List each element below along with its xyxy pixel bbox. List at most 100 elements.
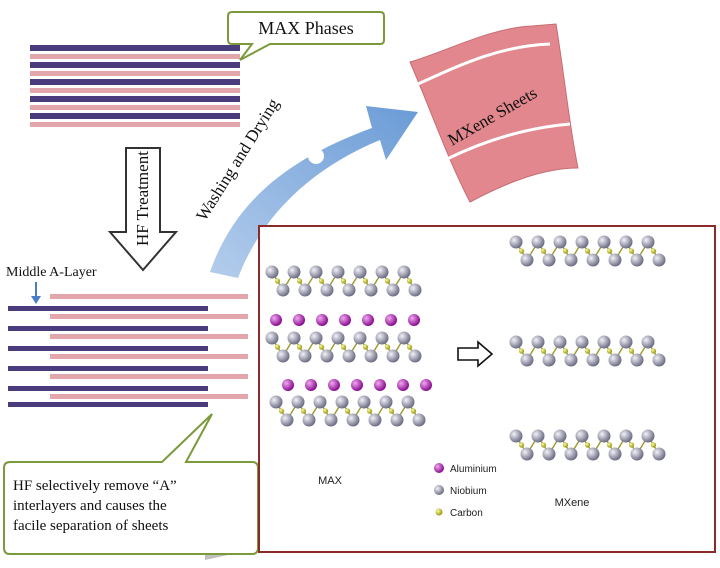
niobium-atom (520, 253, 534, 267)
aluminium-atom (397, 379, 409, 391)
niobium-atom (652, 447, 666, 461)
niobium-atom (291, 395, 305, 409)
carbon-atom (274, 344, 281, 350)
niobium-atom (531, 335, 545, 349)
legend-carbon: Carbon (450, 508, 483, 519)
carbon-atom (384, 278, 391, 284)
niobium-atom (412, 413, 426, 427)
niobium-atom (309, 265, 323, 279)
niobium-atom (553, 335, 567, 349)
carbon-atom (362, 344, 369, 350)
niobium-atom (397, 331, 411, 345)
middle-a-layer-label: Middle A-Layer (6, 265, 97, 280)
carbon-atom (650, 442, 657, 448)
aluminium-atom (293, 314, 305, 326)
hf-desc-line3: facile separation of sheets (13, 518, 169, 534)
carbon-atom (344, 408, 351, 414)
niobium-atom (342, 349, 356, 363)
niobium-atom (564, 253, 578, 267)
carbon-atom (584, 348, 591, 354)
carbon-atom (606, 442, 613, 448)
niobium-atom (597, 429, 611, 443)
niobium-atom (597, 335, 611, 349)
carbon-atom (518, 442, 525, 448)
niobium-atom (520, 447, 534, 461)
niobium-atom (608, 353, 622, 367)
niobium-atom (302, 413, 316, 427)
carbon-atom (562, 248, 569, 254)
aluminium-atom (408, 314, 420, 326)
carbon-atom (562, 348, 569, 354)
carbon-atom (340, 344, 347, 350)
niobium-atom (379, 395, 393, 409)
hf-description-callout: HF selectively remove “A” interlayers an… (3, 413, 260, 560)
niobium-atom (575, 335, 589, 349)
niobium-atom (298, 349, 312, 363)
legend-niobium: Niobium (450, 486, 487, 497)
niobium-atom (375, 265, 389, 279)
niobium-atom (608, 447, 622, 461)
mxene-structure (509, 235, 666, 461)
niobium-atom (368, 413, 382, 427)
carbon-atom (650, 248, 657, 254)
carbon-atom (296, 278, 303, 284)
niobium-atom (353, 331, 367, 345)
niobium-atom (619, 335, 633, 349)
middle-a-layer-arrow (31, 282, 41, 304)
carbon-atom (340, 278, 347, 284)
aluminium-row (282, 379, 432, 391)
niobium-atom (364, 349, 378, 363)
carbon-atom (518, 248, 525, 254)
carbon-atom (322, 408, 329, 414)
niobium-atom (619, 429, 633, 443)
niobium-atom (641, 429, 655, 443)
niobium-atom (652, 253, 666, 267)
niobium-atom (542, 447, 556, 461)
niobium-atom (542, 253, 556, 267)
hf-treatment-label: HF Treatment (133, 151, 152, 246)
aluminium-atom (374, 379, 386, 391)
niobium-atom (652, 353, 666, 367)
niobium-atom (586, 353, 600, 367)
carbon-atom (540, 348, 547, 354)
niobium-legend-icon (434, 485, 444, 495)
niobium-atom (386, 349, 400, 363)
niobium-atom (353, 265, 367, 279)
niobium-atom (564, 353, 578, 367)
niobium-atom (320, 283, 334, 297)
carbon-atom (296, 344, 303, 350)
mxene-sheet (509, 429, 666, 461)
carbon-atom (540, 248, 547, 254)
aluminium-atom (420, 379, 432, 391)
carbon-atom (406, 344, 413, 350)
niobium-atom (265, 331, 279, 345)
carbon-atom (388, 408, 395, 414)
aluminium-atom (339, 314, 351, 326)
aluminium-atom (385, 314, 397, 326)
niobium-atom (269, 395, 283, 409)
carbon-atom (366, 408, 373, 414)
niobium-atom (509, 429, 523, 443)
niobium-atom (597, 235, 611, 249)
mxene-structure-label: MXene (555, 497, 590, 509)
max-nb-c-sheet (265, 331, 422, 363)
niobium-atom (298, 283, 312, 297)
mxene-sheet (509, 335, 666, 367)
carbon-atom (362, 278, 369, 284)
niobium-atom (509, 235, 523, 249)
max-phases-callout: MAX Phases (227, 11, 385, 61)
carbon-atom (628, 348, 635, 354)
niobium-atom (280, 413, 294, 427)
niobium-atom (287, 265, 301, 279)
carbon-atom (300, 408, 307, 414)
niobium-atom (320, 349, 334, 363)
niobium-atom (276, 349, 290, 363)
niobium-atom (630, 447, 644, 461)
atom-legend: Aluminium Niobium Carbon (434, 463, 497, 519)
niobium-atom (401, 395, 415, 409)
aluminium-atom (362, 314, 374, 326)
niobium-atom (542, 353, 556, 367)
niobium-atom (630, 353, 644, 367)
